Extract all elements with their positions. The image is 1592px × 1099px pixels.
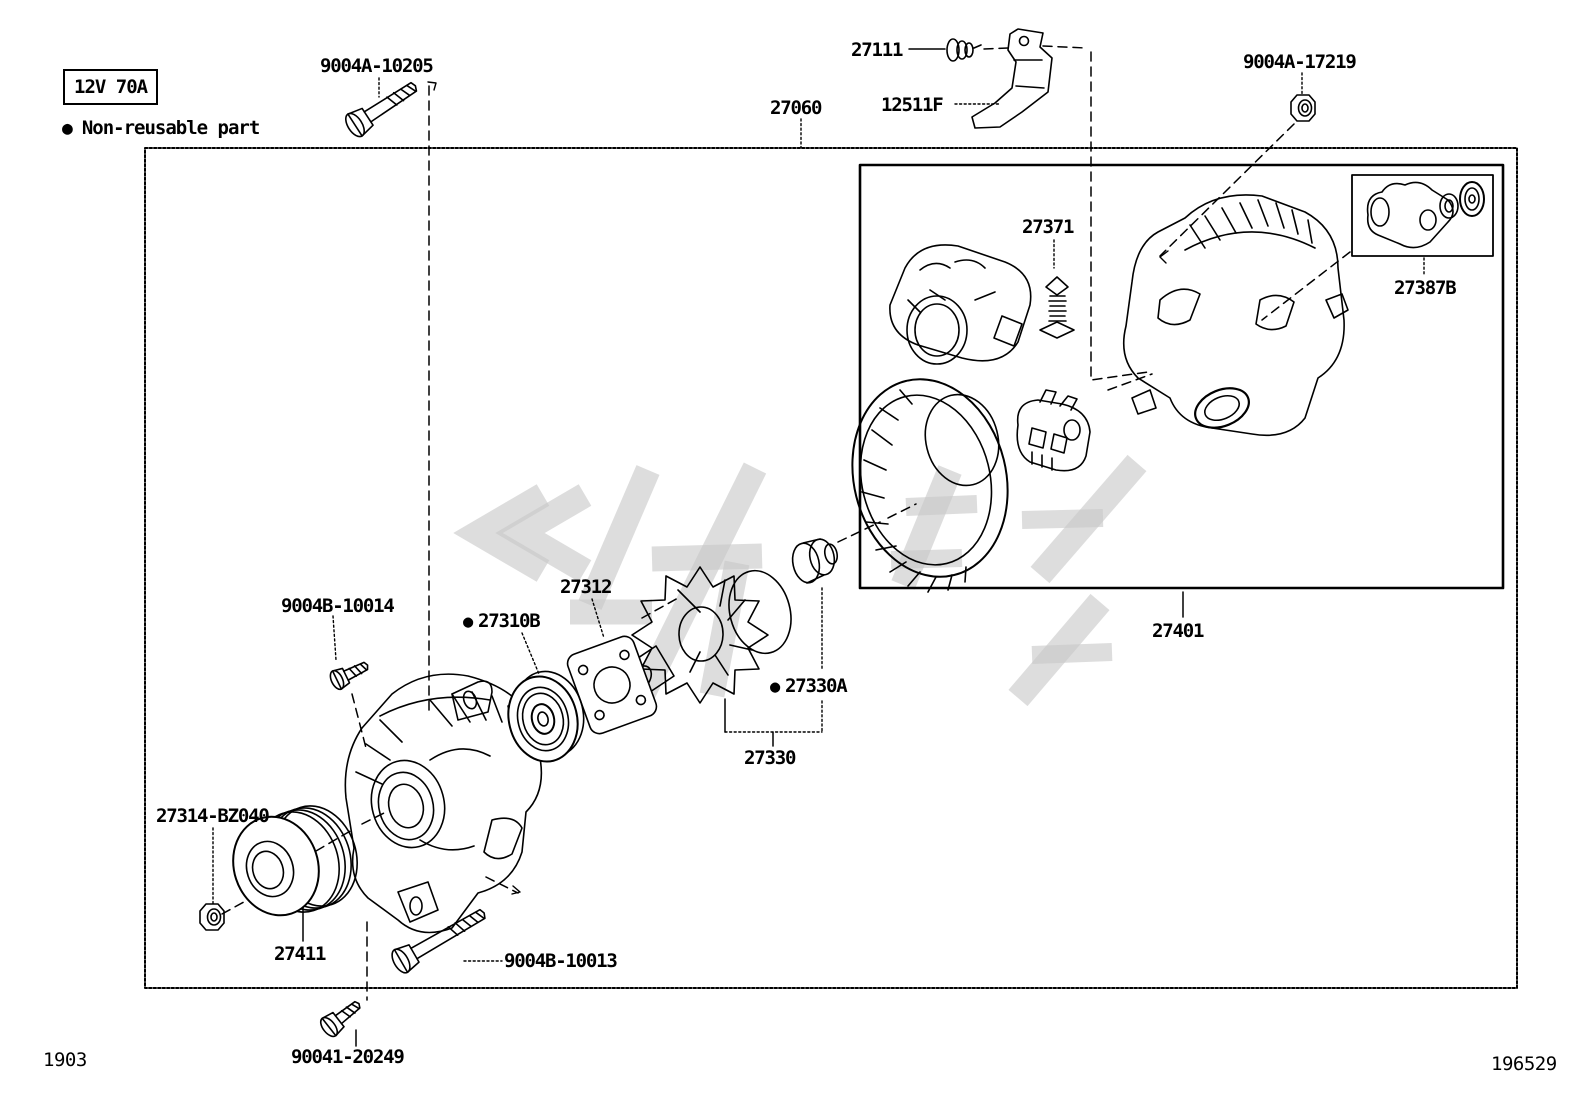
part-number-text: 27330A [785,675,848,697]
part-number-text: 27371 [1022,216,1074,238]
part-label-27330A: ●27330A [770,675,848,697]
part-label-12511F: 12511F [881,94,944,116]
legend-non-reusable: ● Non-reusable part [62,117,260,139]
part-label-9004A-17219: 9004A-17219 [1243,51,1357,73]
part-number-text: 9004A-17219 [1243,51,1357,73]
part-number-text: 9004B-10013 [504,950,618,972]
retainer-plate-27312-drawing [566,635,658,735]
part-number-text: 27312 [560,576,612,598]
part-label-27401: 27401 [1152,620,1204,642]
part-label-9004B-10013: 9004B-10013 [504,950,618,972]
regulator-drawing [889,244,1032,365]
part-number-text: 9004A-10205 [320,55,434,77]
part-number-text: 27111 [851,39,903,61]
part-label-27371: 27371 [1022,216,1074,238]
part-label-27387B: 27387B [1394,277,1457,299]
part-label-27314-BZ040: 27314-BZ040 [156,805,270,827]
label-leader-lines [212,72,1425,962]
pulley-27411-drawing [232,805,358,917]
part-number-text: 9004B-10014 [281,595,395,617]
rating-box: 12V 70A [63,69,159,105]
bolt-90041-20249-drawing [319,1000,361,1038]
kit-27387B-drawing [1366,181,1485,249]
part-number-text: 27411 [274,943,326,965]
diagram-frames [144,147,1518,989]
part-label-90041-20249: 90041-20249 [291,1046,405,1068]
alternator-assy-frame [858,163,1505,590]
bearing-27310B-drawing [507,670,585,763]
outer-frame [144,147,1518,989]
watermark-logo [453,454,1147,707]
spring-27371-drawing [1039,276,1075,339]
part-label-27111: 27111 [851,39,903,61]
part-number-text: 27314-BZ040 [156,805,270,827]
nut-27314-BZ040-drawing [199,903,225,931]
part-label-27310B: ●27310B [463,610,541,632]
part-label-27330: 27330 [744,747,796,769]
non-reusable-bullet-icon: ● [62,118,73,139]
solid-label-leaders [302,48,1184,1047]
slip-ring-27330A-drawing [791,538,839,584]
non-reusable-bullet-icon: ● [770,677,780,697]
legend-non-reusable-text: Non-reusable part [81,117,260,139]
bolt-9004B-10013-drawing [391,908,486,974]
bolt-9004A-10205-drawing [345,81,418,138]
kit-27387B-frame [1351,174,1494,257]
rear-housing-drawing [1122,194,1349,437]
non-reusable-bullet-icon: ● [463,612,473,632]
part-label-27411: 27411 [274,943,326,965]
part-number-text: 27330 [744,747,796,769]
arrowheads [427,81,1169,895]
part-label-27060: 27060 [770,97,822,119]
page-number: 1903 [43,1049,87,1071]
nut-9004A-17219-drawing [1290,94,1316,122]
screw-9004B-10014-drawing [329,661,369,691]
part-label-27312: 27312 [560,576,612,598]
part-number-text: 12511F [881,94,944,116]
bracket-12511F-drawing [971,28,1053,129]
grommet-27111-drawing [946,38,982,62]
rectifier-drawing [1016,389,1091,472]
part-number-text: 27060 [770,97,822,119]
stator-drawing [851,378,1009,593]
figure-number: 196529 [1491,1053,1557,1075]
part-number-text: 27387B [1394,277,1457,299]
part-number-text: 27310B [478,610,541,632]
assembly-dashed-lines [221,45,1351,1001]
part-label-9004A-10205: 9004A-10205 [320,55,434,77]
part-number-text: 90041-20249 [291,1046,405,1068]
part-number-text: 27401 [1152,620,1204,642]
rotor-drawing [629,566,792,704]
part-label-9004B-10014: 9004B-10014 [281,595,395,617]
